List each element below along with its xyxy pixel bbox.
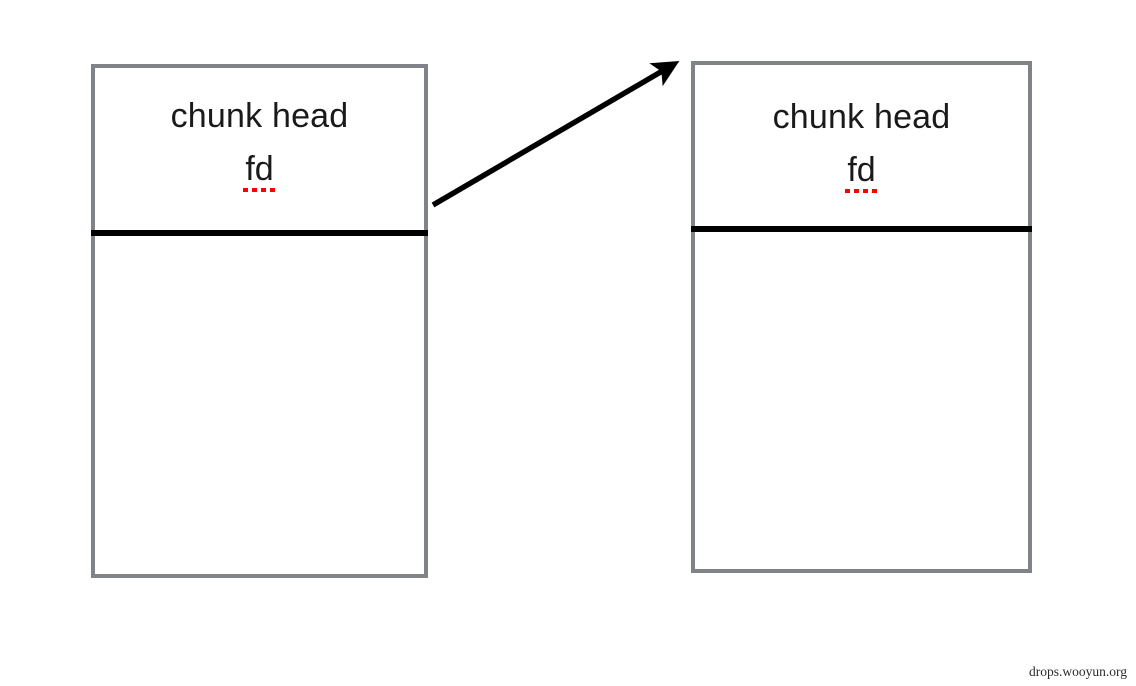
chunk-header-left: chunk head fd bbox=[95, 68, 424, 230]
chunk-head-label-right: chunk head bbox=[772, 98, 951, 136]
chunk-box-left: chunk head fd bbox=[91, 64, 428, 578]
chunk-head-label-left: chunk head bbox=[170, 97, 349, 135]
chunk-box-right: chunk head fd bbox=[691, 61, 1032, 573]
chunk-field-wrap-left: fd bbox=[95, 150, 424, 192]
chunk-header-right: chunk head fd bbox=[695, 65, 1028, 226]
chunk-head-divider-left bbox=[91, 230, 428, 236]
watermark-text: drops.wooyun.org bbox=[1028, 664, 1127, 679]
chunk-fd-label-left: fd bbox=[243, 150, 278, 192]
chunk-fd-label-right: fd bbox=[845, 151, 880, 193]
chunk-head-divider-right bbox=[691, 226, 1032, 232]
chunk-field-wrap-right: fd bbox=[695, 151, 1028, 193]
fd-pointer-arrow-icon bbox=[431, 61, 680, 208]
